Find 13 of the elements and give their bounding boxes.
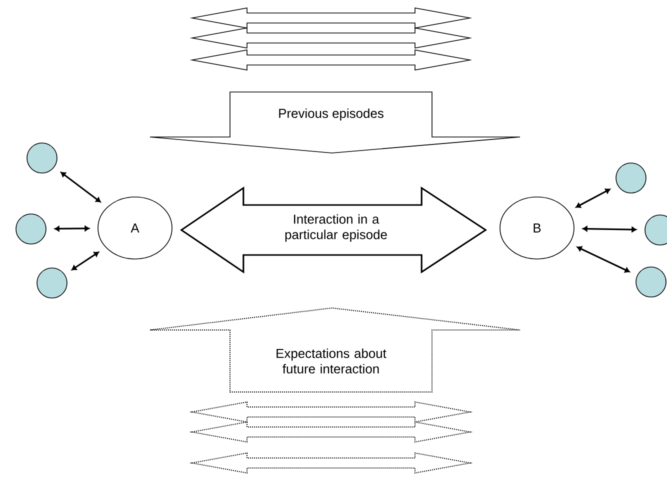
- arrow: [71, 252, 100, 270]
- circle: [616, 162, 646, 194]
- circle: [636, 266, 666, 298]
- circle: [16, 214, 46, 244]
- circle: [644, 214, 667, 246]
- circle: [36, 268, 68, 298]
- arrow: [576, 246, 630, 273]
- arrow: [60, 172, 101, 202]
- arrow: [54, 226, 90, 232]
- arrow: [582, 226, 637, 232]
- edge-label: Interaction in a particular episode: [285, 214, 387, 242]
- arrow: [576, 188, 610, 208]
- circle: [26, 142, 58, 174]
